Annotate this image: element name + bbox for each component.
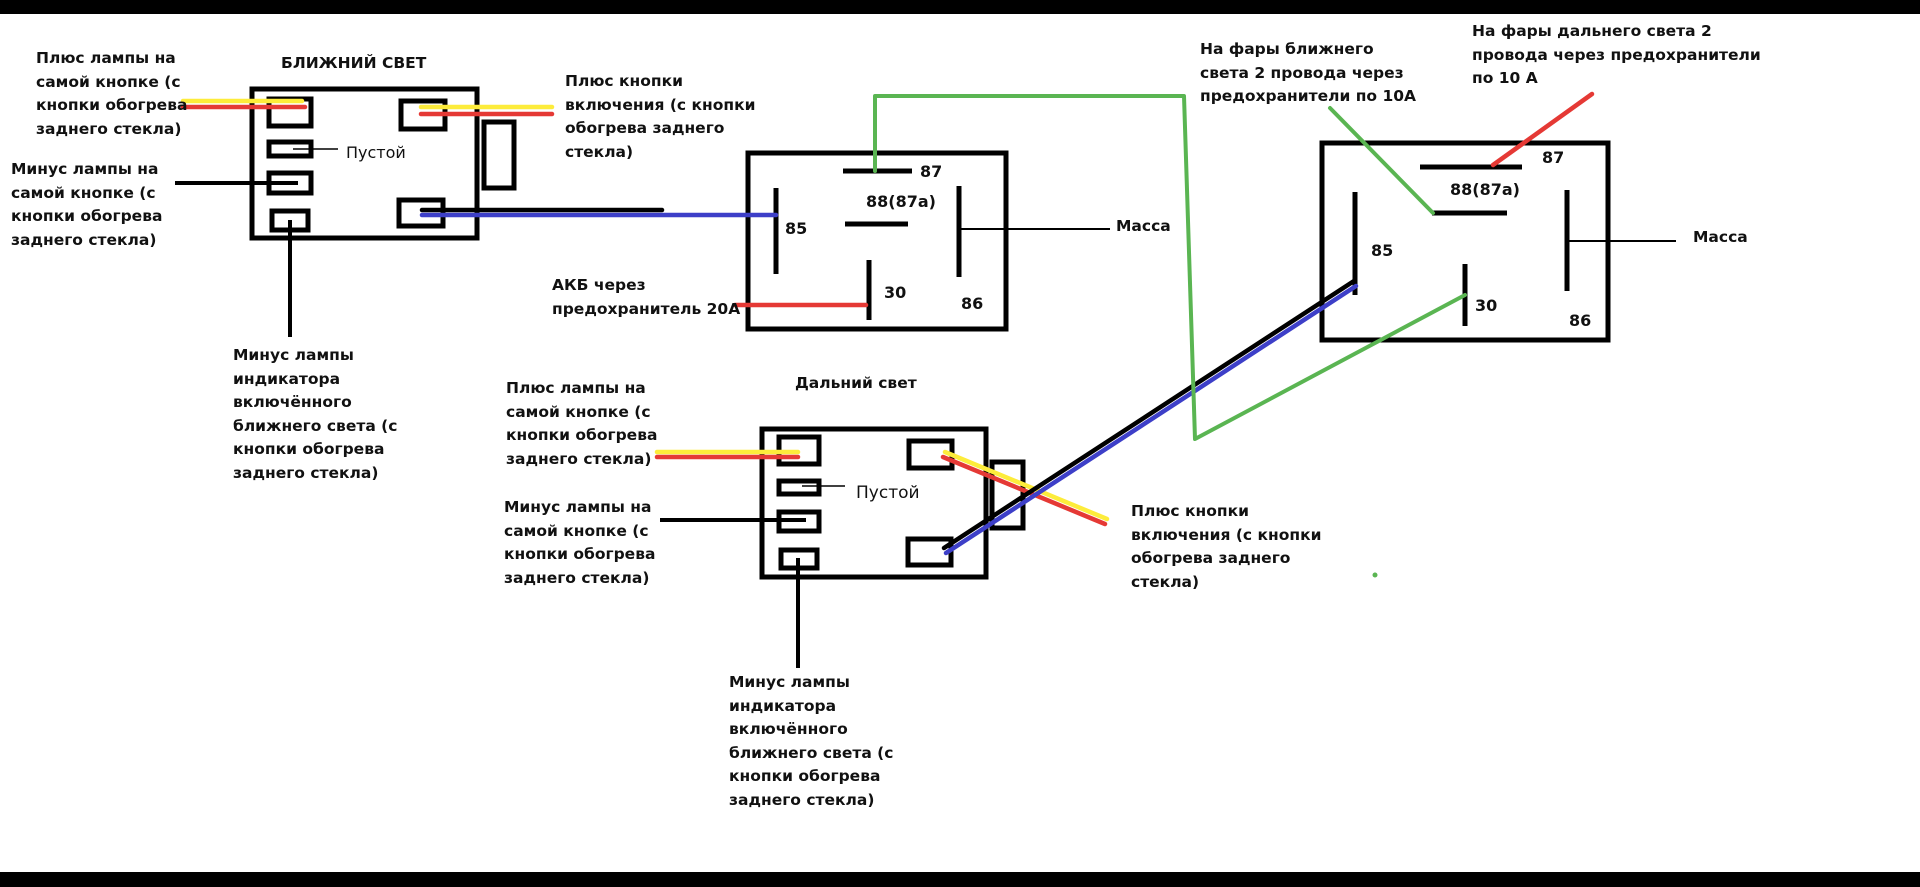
relay1-pin-85: 85 [785,219,808,238]
relay2-pin-87: 87 [1542,148,1565,167]
relay2-pin-85: 85 [1371,241,1394,260]
stray-dot [1372,572,1378,578]
relay2-pin-88: 88(87a) [1450,180,1520,199]
low-beam-plus-lamp-label: Плюс лампы на самой кнопке (с кнопки обо… [36,49,188,138]
relay1-ground-label: Масса [1116,217,1171,235]
low-beam-side-tab [481,119,517,191]
relay2-signal-wire-black [941,278,1357,551]
low-beam-empty-label: Пустой [346,143,406,162]
relay2-low-beam-out-label: На фары ближнего света 2 провода через п… [1200,40,1417,105]
high-beam-empty-label: Пустой [856,483,920,503]
low-beam-plus-button-label: Плюс кнопки включения (с кнопки обогрева… [565,72,756,161]
relay2-signal-wire-blue [943,283,1359,556]
relay1-pin-87: 87 [920,162,943,181]
high-beam-terminal-empty [776,478,822,497]
bottom-frame-bar [0,872,1920,887]
relay1-battery-label: АКБ через предохранитель 20А [552,276,741,318]
high-beam-switch-body [759,426,989,580]
top-frame-bar [0,0,1920,14]
high-beam-minus-lamp-label: Минус лампы на самой кнопке (с кнопки об… [504,498,656,587]
high-beam-plus-button-wire-red [940,454,1108,527]
relay2-high-beam-out-label: На фары дальнего света 2 провода через п… [1472,22,1761,87]
relay2-pin-30: 30 [1475,296,1498,315]
high-beam-plus-button-label: Плюс кнопки включения (с кнопки обогрева… [1131,502,1322,591]
relay2-pin-86: 86 [1569,311,1592,330]
relay1-pin-86: 86 [961,294,984,313]
high-beam-switch-title: Дальний свет [795,374,917,392]
low-beam-switch-title: БЛИЖНИЙ СВЕТ [281,54,427,72]
low-beam-switch-body [249,86,480,241]
relay2-low-beam-out-wire [1328,106,1435,215]
low-beam-indicator-label: Минус лампы индикатора включённого ближн… [233,346,398,482]
relay2-ground-label: Масса [1693,228,1748,246]
relay1-pin-30: 30 [884,283,907,302]
relay1-87-to-relay2-30-wire [873,94,1467,441]
high-beam-plus-lamp-label: Плюс лампы на самой кнопке (с кнопки обо… [506,379,658,468]
low-beam-minus-lamp-label: Минус лампы на самой кнопке (с кнопки об… [11,160,163,249]
relay1-pin-88: 88(87a) [866,192,936,211]
relay2-high-beam-out-wire [1490,91,1595,168]
high-beam-plus-button-wire-yellow [942,449,1110,522]
high-beam-indicator-label: Минус лампы индикатора включённого ближн… [729,673,894,809]
